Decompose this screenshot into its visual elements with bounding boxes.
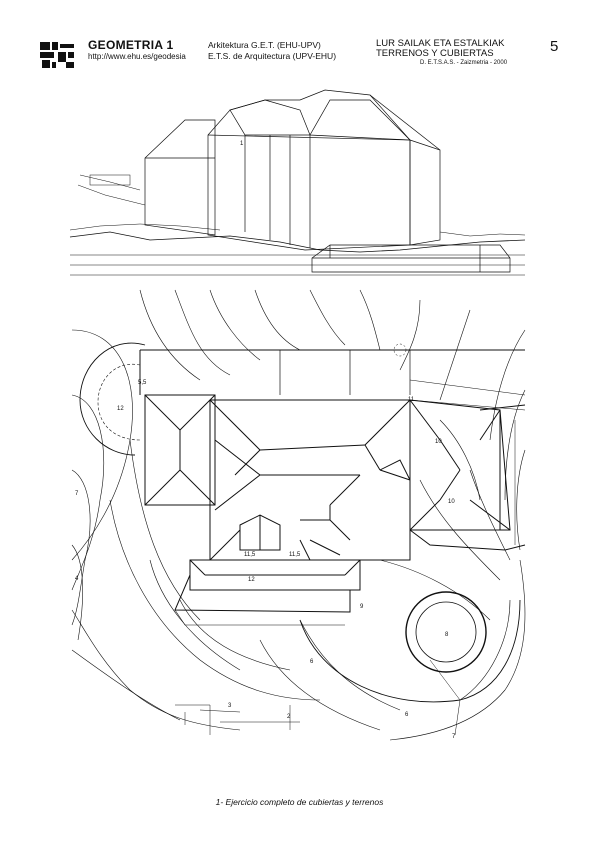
label-9: 9 [360,604,364,610]
label-11-5-right: 11,5 [289,552,301,558]
label-2: 2 [287,714,291,720]
label-7-left: 7 [75,491,79,497]
left-mound [79,342,146,456]
contour-lines [71,289,526,741]
terrace-platform [139,343,525,626]
label-6-bottom: 6 [405,712,409,718]
label-6-center: 6 [310,659,314,665]
drawing-labels: 1 5,5 12 11 10 7 11,5 11,5 12 10 9 8 6 4… [75,141,456,740]
department-line: D. E.T.S.A.S. - Zaizmetria - 2000 [420,60,508,66]
elevation-view [69,89,526,276]
school-line-1: Arkitektura G.E.T. (EHU-UPV) [208,40,321,50]
label-7-bottom: 7 [452,734,456,740]
page-header: GEOMETRIA 1 http://www.ehu.es/geodesia A… [0,36,599,76]
roof-plan [144,394,526,591]
label-11-5-left: 11,5 [244,552,256,558]
label-8: 8 [445,632,449,638]
label-12-left: 12 [117,406,124,412]
label-4: 4 [75,576,79,582]
label-11: 11 [408,397,415,403]
label-12-bottom: 12 [248,577,255,583]
cut-lines [175,379,526,736]
label-3: 3 [228,703,232,709]
label-1: 1 [240,141,244,147]
school-line-2: E.T.S. de Arquitectura (UPV-EHU) [208,51,337,61]
page-number: 5 [550,38,559,55]
label-5-5: 5,5 [138,380,147,386]
figure-caption: 1- Ejercicio completo de cubiertas y ter… [215,797,384,807]
university-logo [40,42,74,68]
topic-line-1: LUR SAILAK ETA ESTALKIAK [376,38,505,49]
course-title: GEOMETRIA 1 [88,38,174,52]
topic-line-2: TERRENOS Y CUBIERTAS [376,48,494,59]
circular-plaza [299,591,521,703]
label-10-bottom: 10 [448,499,455,505]
course-url[interactable]: http://www.ehu.es/geodesia [88,52,186,61]
label-10-right: 10 [435,439,442,445]
